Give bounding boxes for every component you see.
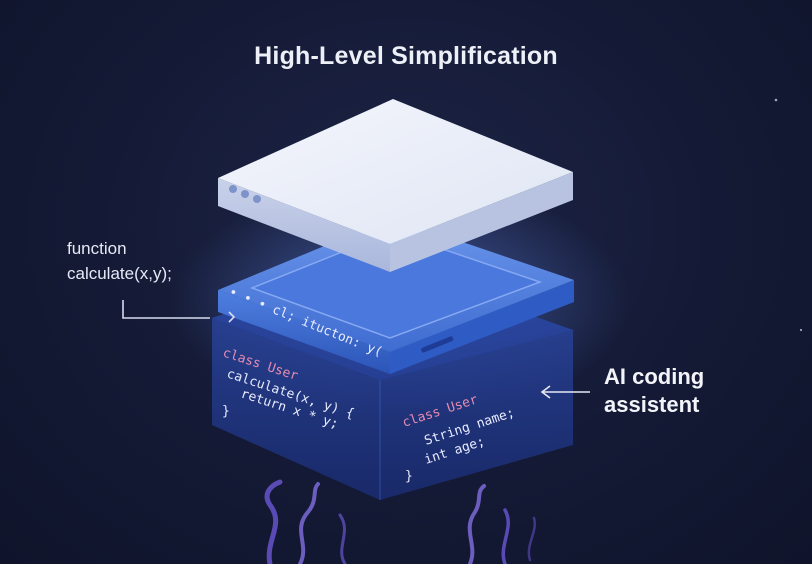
window-dot-icon [241, 190, 249, 198]
left-label-line-2: calculate(x,y); [67, 264, 172, 283]
top-layer-face [218, 99, 573, 244]
middle-layer-right-side [390, 280, 574, 374]
star-dot [799, 328, 803, 332]
energy-wisps [264, 479, 537, 564]
top-abstract-layer [218, 99, 573, 272]
diagram-title: High-Level Simplification [254, 42, 558, 70]
star-dot [774, 98, 778, 102]
chevron-right-icon [228, 311, 236, 323]
left-label-line-1: function [67, 239, 127, 258]
code-line: } [222, 404, 230, 419]
top-layer-left-side [218, 178, 390, 272]
middle-layer-left-side [218, 290, 390, 374]
middle-code-layer [218, 218, 574, 374]
window-dot-icon [253, 195, 261, 203]
wisp [501, 508, 510, 564]
window-dot-icon [229, 185, 237, 193]
wisp [467, 484, 486, 564]
right-ai-label: AI coding assistent [604, 363, 704, 419]
wisp [298, 482, 320, 564]
wisp [338, 513, 347, 564]
right-label-line-1: AI coding [604, 364, 705, 389]
top-layer-right-side [390, 172, 573, 272]
arrow-left-icon [540, 385, 551, 399]
left-code-label: function calculate(x,y); [67, 236, 172, 286]
wisp [527, 516, 537, 562]
right-label-line-2: assistent [604, 392, 700, 417]
wisp [264, 479, 283, 564]
middle-layer-slot [421, 336, 454, 353]
code-line: } [405, 469, 413, 484]
left-connector-line [122, 300, 210, 319]
